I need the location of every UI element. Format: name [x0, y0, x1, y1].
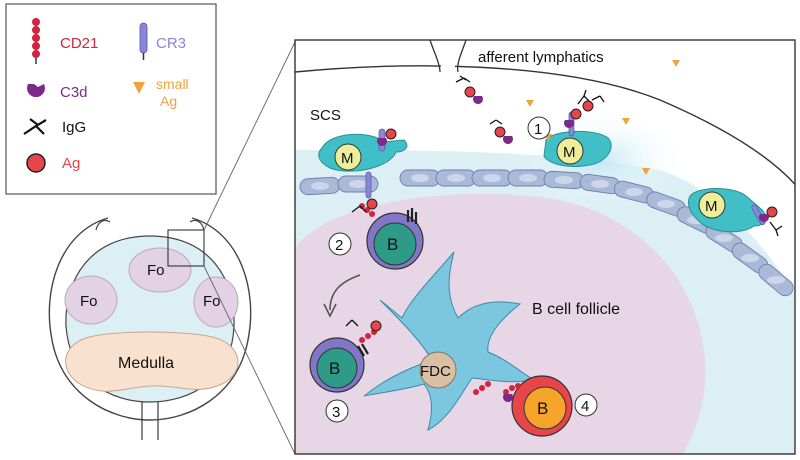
macrophage-right: M	[687, 188, 783, 237]
b-cell-step4-label: B	[537, 399, 548, 418]
legend-box: CD21 CR3 C3d small Ag IgG Ag	[5, 3, 217, 195]
step-2-label: 2	[335, 237, 343, 254]
step-marker-2: 2	[328, 232, 352, 256]
follicle-left	[64, 275, 118, 325]
b-cell-step4: B	[503, 375, 573, 437]
b-cell-step2-label: B	[387, 235, 398, 254]
macrophage-right-label: M	[705, 198, 718, 215]
follicle-left-label: Fo	[80, 293, 98, 310]
cd21-icon	[32, 18, 40, 64]
legend-ag-label: Ag	[62, 155, 80, 172]
legend-small-ag-label-1: small	[156, 76, 189, 92]
zoom-indicator	[167, 229, 205, 267]
legend-cd21-label: CD21	[60, 35, 98, 52]
macrophage-left-label: M	[341, 150, 354, 167]
legend-small-ag-label-2: Ag	[160, 93, 177, 109]
zoom-line-bottom	[203, 265, 296, 455]
cr3-icon	[139, 22, 148, 60]
small-ag-icon	[133, 82, 145, 94]
free-immune-complex-2	[489, 119, 513, 145]
step-4-label: 4	[581, 398, 589, 415]
medulla-region	[65, 331, 239, 392]
zoom-panel: M M M	[294, 39, 796, 455]
b-cell-step3: B	[309, 319, 382, 393]
b-cell-follicle-label: B cell follicle	[532, 301, 620, 318]
legend-igg-label: IgG	[62, 119, 86, 136]
lymph-node-diagram: Fo Fo Fo Medulla	[48, 217, 252, 440]
legend-cr3-label: CR3	[156, 35, 186, 52]
fdc-cell: FDC	[363, 251, 536, 431]
follicle-top	[128, 247, 192, 293]
medulla-label: Medulla	[118, 355, 174, 372]
b-cell-step3-label: B	[329, 359, 340, 378]
igg-icon	[23, 118, 47, 135]
scs-label: SCS	[310, 107, 341, 124]
legend-c3d-label: C3d	[60, 84, 88, 101]
fdc-label: FDC	[420, 363, 451, 380]
follicle-top-label: Fo	[147, 262, 165, 279]
free-immune-complex-3	[582, 95, 605, 112]
follicle-right-label: Fo	[203, 293, 221, 310]
macrophage-middle: M	[543, 89, 612, 167]
free-immune-complex-1	[455, 75, 483, 105]
b-cell-step2: B	[351, 203, 424, 270]
zoom-line-top	[203, 41, 296, 231]
c3d-icon	[26, 84, 45, 98]
step-3-label: 3	[332, 404, 340, 421]
migration-arrow	[329, 274, 361, 311]
step-marker-4: 4	[574, 393, 598, 417]
step-marker-3: 3	[325, 399, 349, 423]
macrophage-left: M	[318, 128, 408, 210]
macrophage-middle-label: M	[563, 144, 576, 161]
step-1-label: 1	[534, 121, 542, 138]
ag-icon	[26, 153, 46, 173]
step-marker-1: 1	[527, 116, 551, 140]
afferent-lymphatics-label: afferent lymphatics	[478, 49, 604, 66]
